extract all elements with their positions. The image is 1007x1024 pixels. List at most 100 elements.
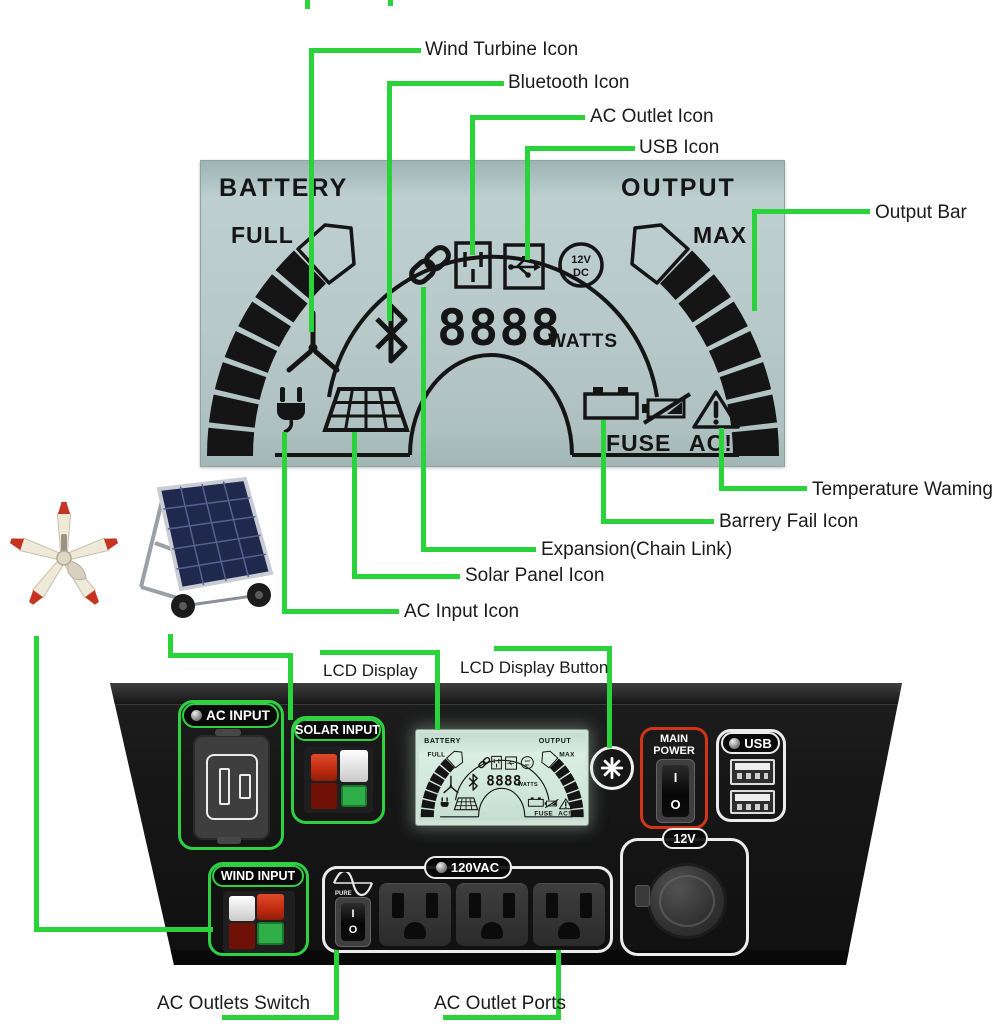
plug-icon [277, 387, 305, 434]
connector-solar-icon-v [352, 432, 357, 579]
turbine-hub [56, 550, 72, 566]
bluetooth-icon [375, 303, 408, 364]
panel-top-bevel [110, 683, 902, 705]
outlet-slot [503, 893, 515, 918]
lcd-output-label: OUTPUT [621, 174, 736, 202]
output-gauge-bar [659, 250, 780, 457]
wind-connector-green [257, 922, 284, 945]
outlet-slot [546, 893, 558, 918]
turbine-tail [67, 559, 87, 580]
asterisk-burst-icon [600, 756, 624, 780]
wind-input-label-pill: WIND INPUT [212, 865, 304, 887]
solar-input-label-pill: SOLAR INPUT [294, 719, 381, 741]
outlet-slot [469, 893, 481, 918]
solar-connector-darkred [311, 783, 337, 809]
main-power-label-line2: POWER [653, 745, 695, 757]
callout-wind-turbine-icon: Wind Turbine Icon [425, 39, 579, 60]
connector-top-stub-2 [388, 0, 393, 6]
outlet-ground-hole [558, 922, 580, 939]
dc-12v-socket-cap [647, 863, 727, 939]
usb-label: USB [744, 735, 772, 751]
usb-station: USB [716, 729, 786, 822]
connector-outlet-ports-h [443, 1015, 561, 1020]
chain-link-icon [409, 245, 451, 285]
connector-lcd-button-v [607, 646, 612, 748]
lcd-middle-arc [327, 254, 659, 398]
warning-triangle-icon [692, 390, 740, 429]
dc-12v-cap-tab [635, 885, 650, 907]
wind-input-connector [223, 891, 295, 953]
battery-icon [583, 387, 639, 420]
svg-text:WATTS: WATTS [518, 782, 538, 788]
main-power-switch: I O [656, 759, 695, 823]
callout-lcd-display: LCD Display [323, 661, 418, 680]
wind-connector-white [229, 896, 255, 921]
connector-ac-input-icon-v [282, 432, 287, 614]
connector-usb-v [525, 146, 530, 260]
usb-port-tongue [735, 763, 770, 770]
connector-outlets-switch-v [334, 950, 339, 1020]
connector-output-bar-v [752, 209, 757, 311]
callout-bluetooth-icon: Bluetooth Icon [508, 72, 630, 93]
svg-text:AC!: AC! [558, 811, 570, 818]
ac-input-socket-tab-top [215, 729, 241, 736]
connector-outlets-switch-h [222, 1015, 339, 1020]
ac-input-led-icon [191, 710, 203, 721]
solar-input-label: SOLAR INPUT [295, 723, 380, 737]
wind-turbine-product-image [9, 502, 119, 605]
ac-output-station: 120VAC PURE I O [322, 856, 613, 953]
connector-expansion-h [421, 547, 536, 552]
pure-label: PURE [335, 891, 352, 897]
dc-12v-badge-icon: 12V DC [558, 242, 604, 288]
callout-ac-outlet-ports: AC Outlet Ports [434, 993, 566, 1014]
callout-ac-input-icon: AC Input Icon [404, 601, 520, 622]
connector-output-bar-h [752, 209, 870, 214]
solar-panel-face [156, 476, 274, 592]
switch-on-mark: I [673, 770, 678, 785]
callout-usb-icon: USB Icon [639, 137, 720, 158]
outlet-ground-hole [404, 922, 426, 939]
lcd-display-button [590, 746, 634, 790]
connector-ac-outlet-v [470, 115, 475, 255]
wind-connector-darkred [229, 923, 255, 949]
connector-battery-fail-h [601, 519, 714, 524]
lcd-full-label: FULL [231, 222, 294, 248]
svg-text:DC: DC [573, 267, 589, 279]
ac-outlet-port-3 [533, 883, 605, 946]
wind-input-label: WIND INPUT [220, 869, 296, 883]
connector-solar-product-v2 [288, 653, 293, 720]
usb-port-teeth [737, 804, 768, 810]
lcd-dome-arc [408, 353, 574, 456]
usb-port-2 [730, 790, 775, 814]
callout-ac-outlets-switch: AC Outlets Switch [157, 993, 311, 1014]
connector-solar-icon-h [352, 574, 460, 579]
dc-12v-socket-ring [659, 875, 715, 927]
switch-off-mark: O [348, 924, 358, 936]
sine-wave-icon: PURE [333, 872, 373, 897]
ac-outlet-port-2 [456, 883, 528, 946]
callout-solar-panel-icon: Solar Panel Icon [465, 565, 605, 586]
connector-temperature-v [719, 428, 724, 491]
battery-gauge-bar [206, 250, 327, 457]
outlet-slot [426, 893, 438, 918]
lcd-watts-value: 8888 [437, 299, 561, 357]
connector-solar-product-v1 [168, 634, 173, 658]
lcd-battery-label: BATTERY [219, 174, 348, 202]
lcd-ac-alert-label: AC! [689, 430, 733, 456]
ac-input-label-pill: AC INPUT [182, 703, 279, 728]
svg-text:12V: 12V [525, 759, 531, 763]
connector-ac-outlet-h [470, 115, 585, 120]
usb-led-icon [729, 737, 741, 749]
ac-outlet-port-1 [379, 883, 451, 946]
main-power-label-line1: MAIN [659, 733, 689, 745]
lcd-screen: BATTERY OUTPUT FULL MAX [200, 160, 785, 467]
ac-input-socket [193, 735, 270, 840]
callout-lcd-display-button: LCD Display Button [460, 658, 609, 677]
switch-on-mark: I [351, 908, 355, 920]
outlet-slot [392, 893, 404, 918]
connector-lcd-display-h [320, 650, 440, 655]
outlet-ground-hole [481, 922, 503, 939]
svg-text:BATTERY: BATTERY [424, 737, 461, 745]
connector-wind-turbine-h [309, 48, 421, 53]
connector-top-stub-1 [305, 0, 310, 9]
